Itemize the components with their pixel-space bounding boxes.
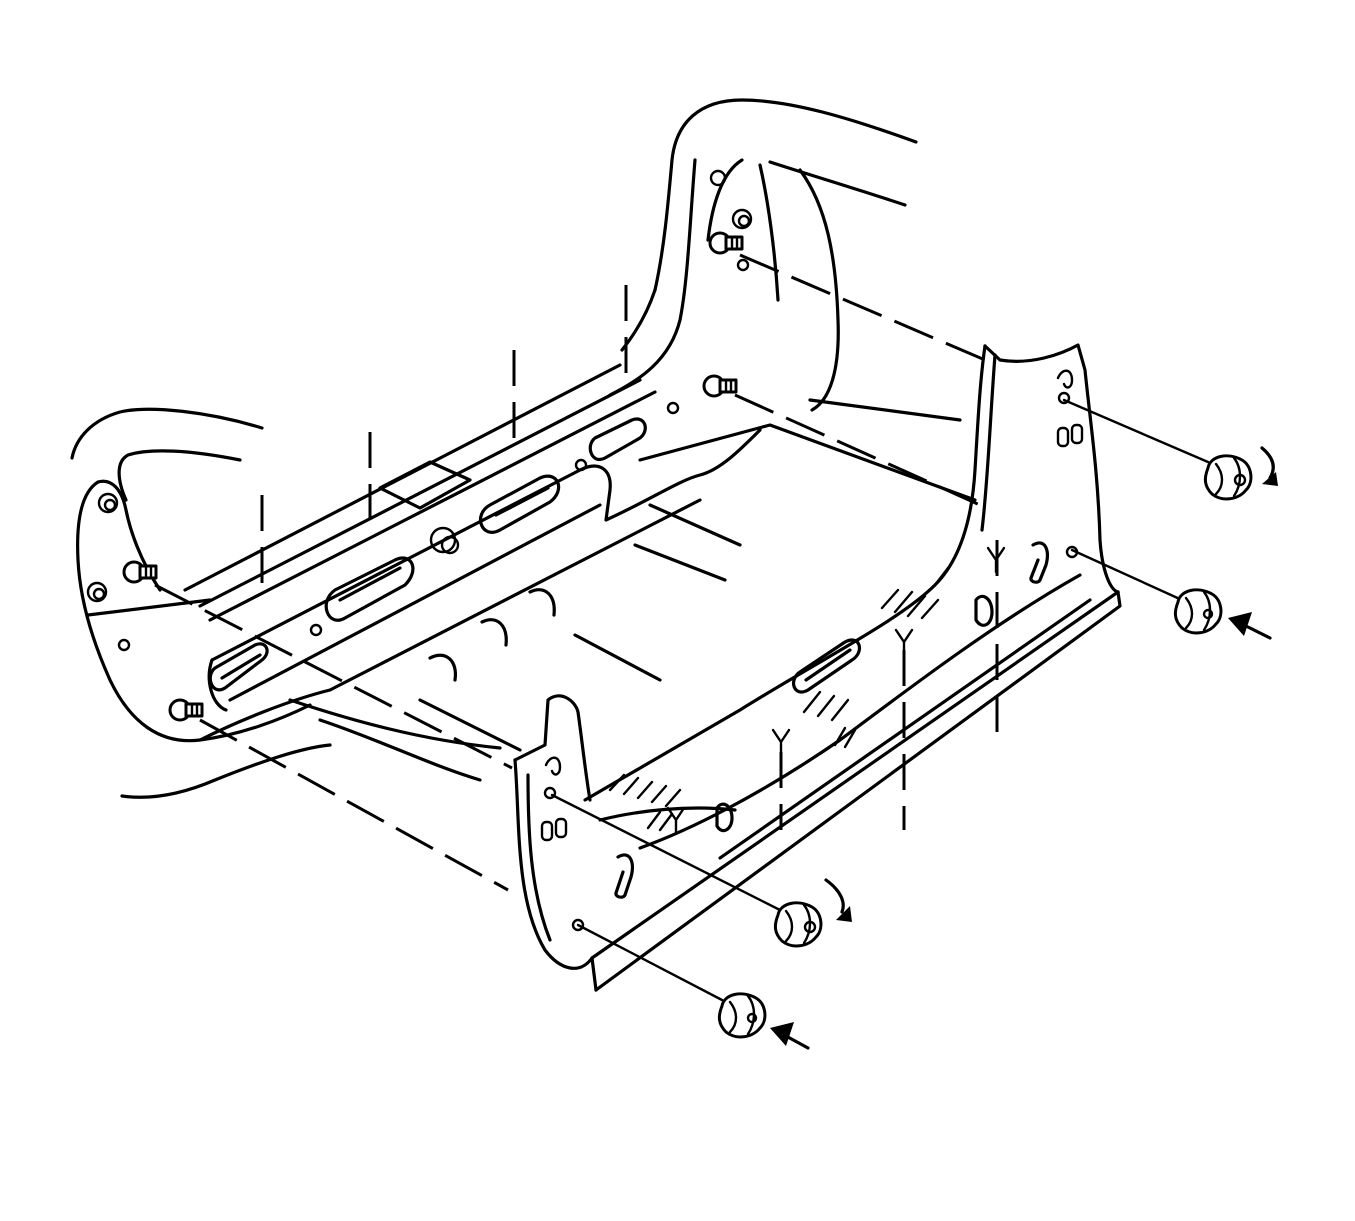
seat-back-outline: [608, 98, 918, 412]
alignment-lines: [260, 285, 999, 830]
rotation-arrow: [824, 446, 1278, 922]
seat-pan-frame: [76, 169, 977, 782]
leader-lines: [154, 253, 1210, 1002]
push-arrow: [770, 612, 1272, 1050]
seat-cushion-outline: [70, 407, 332, 799]
retainer-clip: [717, 454, 1253, 1039]
shoulder-bolt: [122, 231, 744, 722]
